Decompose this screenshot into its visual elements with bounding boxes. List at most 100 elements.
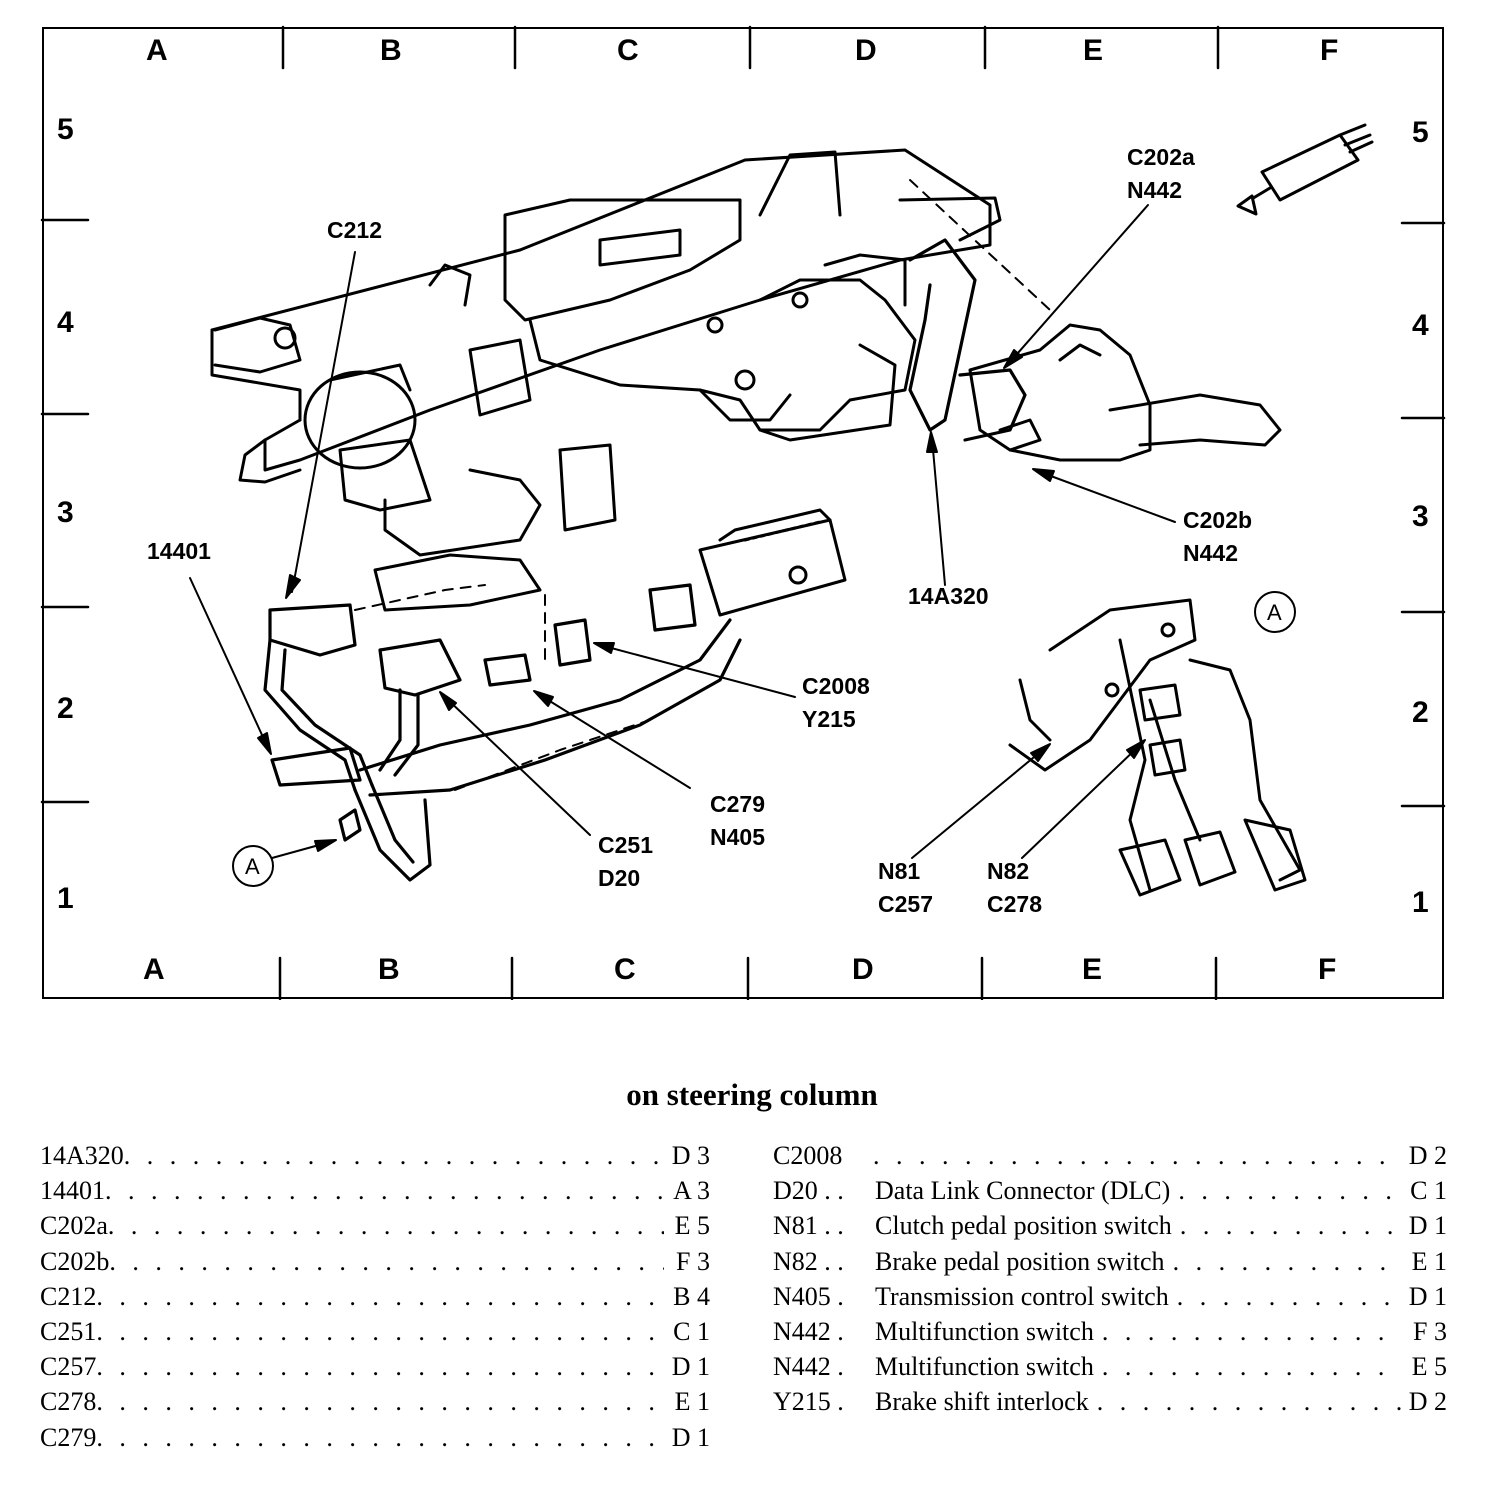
callout-c251: C251 D20 [598,829,653,895]
index-dot-leader: . . . . . . . . . . . . . . . . . . . . … [873,1141,1401,1170]
index-row: C202b. . . . . . . . . . . . . . . . . .… [40,1244,710,1279]
row-label-left-5: 5 [57,113,74,146]
index-dot-leader: . . . . . . . . . . . . . . . . . . . . … [1096,1387,1401,1417]
index-grid-location: C 1 [1410,1176,1447,1206]
index-row: C202a. . . . . . . . . . . . . . . . . .… [40,1208,710,1243]
callout-c202a-line2: N442 [1127,177,1182,203]
callout-c2008-line1: C2008 [802,673,870,699]
callout-c279: C279 N405 [710,788,765,854]
index-row: C279. . . . . . . . . . . . . . . . . . … [40,1420,710,1455]
index-dot-leader: . . . . . . . . . . . . . . . . . . . . … [109,1246,664,1276]
callout-c202b-line1: C202b [1183,507,1253,533]
index-grid-location: E 5 [674,1211,710,1241]
col-label-bottom-d: D [852,953,874,986]
callout-c202a: C202a N442 [1127,141,1195,207]
index-code: Y215 . [773,1387,844,1417]
index-dot-leader: . . . . . . . . . . . . . . . . . . . . … [96,1281,664,1311]
index-code: N405 . [773,1281,844,1311]
index-description: Data Link Connector (DLC) [875,1176,1171,1206]
index-grid-location: E 1 [674,1387,710,1417]
col-label-bottom-f: F [1318,953,1337,986]
index-code: C2008 [773,1141,843,1170]
index-description: Multifunction switch [875,1317,1094,1346]
callout-c202b-line2: N442 [1183,540,1238,566]
index-code: N81 . . [773,1211,844,1241]
index-grid-location: D 2 [1408,1141,1447,1170]
index-dot-leader: . . . . . . . . . . . . . . . . . . . . … [96,1352,664,1382]
col-label-top-a: A [146,34,168,67]
row-label-right-5: 5 [1412,116,1429,149]
multifunction-switch [968,323,1282,462]
index-code: 14401 [40,1176,105,1206]
col-label-top-f: F [1320,34,1339,67]
index-dot-leader: . . . . . . . . . . . . . . . . . . . . … [105,1176,664,1206]
index-row: N442 .Multifunction switch. . . . . . . … [773,1349,1447,1384]
index-grid-location: F 3 [676,1246,710,1276]
callout-c279-line1: C279 [710,791,765,817]
callout-arrows [189,204,1176,859]
row-label-left-2: 2 [57,692,74,725]
index-grid-location: B 4 [673,1281,710,1311]
callout-n82: N82 C278 [987,855,1042,921]
pedal-assembly [1008,598,1307,897]
col-label-bottom-e: E [1082,953,1103,986]
col-label-bottom-b: B [378,953,400,986]
index-code: D20 . . [773,1176,844,1206]
index-code: C257 [40,1352,97,1382]
main-wiring-harness [263,238,1027,882]
index-dot-leader: . . . . . . . . . . . . . . . . . . . . … [96,1317,664,1346]
index-code: C212 [40,1281,97,1311]
index-grid-location: A 3 [673,1176,710,1206]
row-label-right-2: 2 [1412,696,1429,729]
col-label-top-d: D [855,34,877,67]
index-dot-leader: . . . . . . . . . . . . . . . . . . . . … [1176,1281,1401,1311]
index-dot-leader: . . . . . . . . . . . . . . . . . . . . … [1172,1246,1401,1276]
circle-markers [232,591,1296,887]
diagram-frame [42,27,1444,999]
index-row: N442 . Multifunction switch. . . . . . . … [773,1314,1447,1349]
row-label-right-4: 4 [1412,309,1429,342]
index-code: C251 [40,1317,97,1346]
callout-n81-line2: C257 [878,891,933,917]
index-code: N442 . [773,1352,844,1382]
index-code: C202b [40,1246,110,1276]
dashed-leaders [354,179,1051,791]
index-grid-location: D 2 [1408,1387,1447,1417]
grid-ticks [40,25,1446,1000]
steering-column-illustration [40,25,1446,1000]
index-dot-leader: . . . . . . . . . . . . . . . . . . . . … [96,1387,664,1417]
index-row: C251. . . . . . . . . . . . . . . . . . … [40,1314,710,1349]
callout-c212: C212 [327,217,382,243]
index-code: 14A320 [40,1141,124,1170]
row-label-right-1: 1 [1412,886,1429,919]
marker-a-right: A [1267,600,1282,625]
callout-c2008: C2008 Y215 [802,670,870,736]
index-code: N442 . [773,1317,844,1346]
index-row: C2008 . . . . . . . . . . . . . . . . . .… [773,1138,1447,1173]
index-row: 14A320. . . . . . . . . . . . . . . . . … [40,1138,710,1173]
index-code: C202a [40,1211,108,1241]
callout-c251-line1: C251 [598,832,653,858]
row-label-left-1: 1 [57,882,74,915]
col-label-top-e: E [1083,34,1104,67]
row-label-left-3: 3 [57,496,74,529]
col-label-bottom-a: A [143,953,165,986]
index-description: Transmission control switch [875,1281,1169,1311]
connector-detail [1236,123,1374,216]
index-dot-leader: . . . . . . . . . . . . . . . . . . . . … [1101,1317,1401,1346]
index-row: D20 . .Data Link Connector (DLC). . . . … [773,1173,1447,1208]
row-label-right-3: 3 [1412,500,1429,533]
index-row: N405 . Transmission control switch. . . .… [773,1279,1447,1314]
row-label-left-4: 4 [57,306,74,339]
index-grid-location: F 3 [1413,1317,1447,1346]
index-row: C212. . . . . . . . . . . . . . . . . . … [40,1279,710,1314]
index-grid-location: D 1 [671,1422,710,1452]
callout-n81-line1: N81 [878,858,921,884]
index-grid-location: C 1 [673,1317,710,1346]
index-dot-leader: . . . . . . . . . . . . . . . . . . . . … [96,1422,664,1452]
callout-14401: 14401 [147,538,211,564]
col-label-top-c: C [617,34,639,67]
callout-c202a-line1: C202a [1127,144,1195,170]
callout-c202b: C202b N442 [1183,504,1252,570]
index-dot-leader: . . . . . . . . . . . . . . . . . . . . … [123,1141,664,1170]
